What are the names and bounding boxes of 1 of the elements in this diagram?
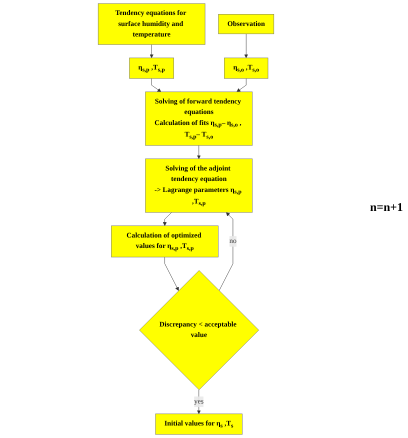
loop-counter-label: n=n+1 [370, 200, 404, 215]
